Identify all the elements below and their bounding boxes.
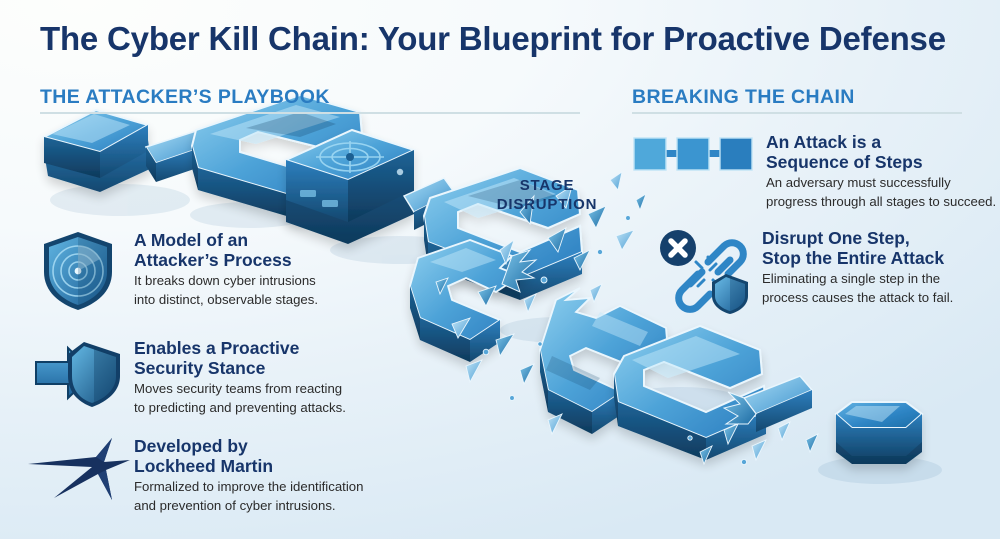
feature-heading-line1: Developed by (134, 436, 248, 456)
feature-body-line2: progress through all stages to succeed. (766, 194, 997, 209)
shatter-fragments (435, 171, 819, 466)
feature-body-line1: An adversary must successfully (766, 175, 951, 190)
section-rule-left (40, 112, 580, 114)
chain-link-broken-right (539, 287, 669, 434)
chain-link-d (612, 324, 768, 460)
feature-text-sequence: An Attack is a Sequence of Steps An adve… (766, 132, 996, 210)
stage-disruption-line2: DISRUPTION (496, 196, 598, 213)
feature-heading-line2: Attacker’s Process (134, 250, 292, 270)
chain-bar-2 (402, 177, 456, 230)
feature-heading-line2: Stop the Entire Attack (762, 248, 945, 268)
feature-text-lockheed: Developed by Lockheed Martin Formalized … (134, 436, 363, 514)
feature-body-line1: Formalized to improve the identification (134, 479, 364, 494)
feature-heading-line1: Disrupt One Step, (762, 228, 910, 248)
section-header-left: THE ATTACKER’S PLAYBOOK (40, 86, 330, 108)
three-linked-squares-icon (633, 137, 753, 171)
feature-heading-line1: Enables a Proactive (134, 338, 300, 358)
feature-body-line1: Eliminating a single step in the (762, 271, 941, 286)
chain-link-broken-left (409, 239, 538, 362)
feature-text-model: A Model of an Attacker’s Process It brea… (134, 230, 318, 308)
feature-heading-line2: Lockheed Martin (134, 456, 274, 476)
chain-bar-3 (722, 375, 814, 432)
feature-heading-line1: An Attack is a (766, 132, 882, 152)
section-header-right: BREAKING THE CHAIN (632, 86, 855, 108)
feature-heading-line2: Security Stance (134, 358, 266, 378)
feature-text-disrupt: Disrupt One Step, Stop the Entire Attack… (762, 228, 953, 306)
feature-body-line1: It breaks down cyber intrusions (134, 273, 316, 288)
feature-body-line2: into distinct, observable stages. (134, 292, 318, 307)
feature-heading-line1: A Model of an (134, 230, 249, 250)
stage-disruption-label: STAGE DISRUPTION (452, 176, 642, 214)
feature-body-line2: process causes the attack to fail. (762, 290, 954, 305)
feature-heading-line2: Sequence of Steps (766, 152, 923, 172)
chain-bar-1 (144, 130, 208, 182)
chain-node-radar (283, 128, 417, 244)
feature-body-line2: to predicting and preventing attacks. (134, 400, 346, 415)
radar-shield-icon (44, 232, 112, 310)
arrow-into-shield-icon (35, 342, 120, 407)
feature-body-line1: Moves security teams from reacting (134, 381, 343, 396)
lockheed-martin-star-icon (28, 438, 130, 500)
section-rule-right (632, 112, 962, 114)
broken-chain-x-shield-icon (660, 230, 748, 314)
chain-endcap-right (834, 401, 924, 464)
feature-text-proactive: Enables a Proactive Security Stance Move… (134, 338, 346, 416)
page-title: The Cyber Kill Chain: Your Blueprint for… (40, 20, 946, 57)
stage-disruption-line1: STAGE (519, 177, 575, 194)
chain-endcap-left (41, 108, 152, 192)
feature-body-line2: and prevention of cyber intrusions. (134, 498, 336, 513)
